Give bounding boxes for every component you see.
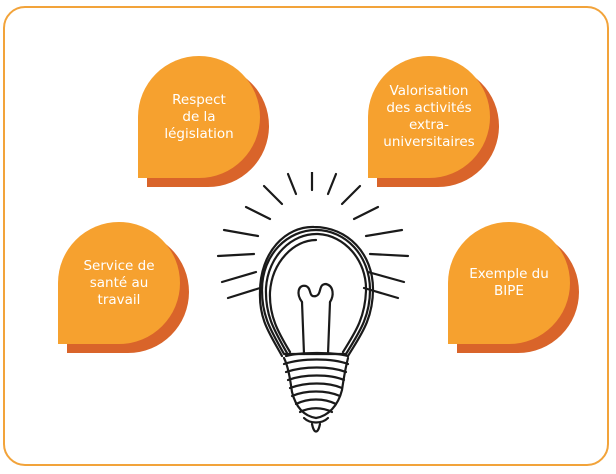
lightbulb-icon [216,172,410,433]
bubble-label: Respect de la législation [164,91,234,142]
bubble-face: Exemple du BIPE [448,222,570,344]
bubble-label: Exemple du BIPE [469,266,549,299]
bubble-face: Respect de la législation [138,56,260,178]
diagram-frame [3,6,609,466]
bubble-valorisation-activites: Valorisation des activités extra- univer… [368,56,499,187]
bubble-face: Service de santé au travail [58,222,180,344]
bubble-label: Service de santé au travail [83,257,155,308]
bubble-service-sante: Service de santé au travail [58,222,189,353]
bubble-respect-legislation: Respect de la législation [138,56,269,187]
bubble-exemple-bipe: Exemple du BIPE [448,222,579,353]
bubble-face: Valorisation des activités extra- univer… [368,56,490,178]
bubble-label: Valorisation des activités extra- univer… [383,83,475,150]
